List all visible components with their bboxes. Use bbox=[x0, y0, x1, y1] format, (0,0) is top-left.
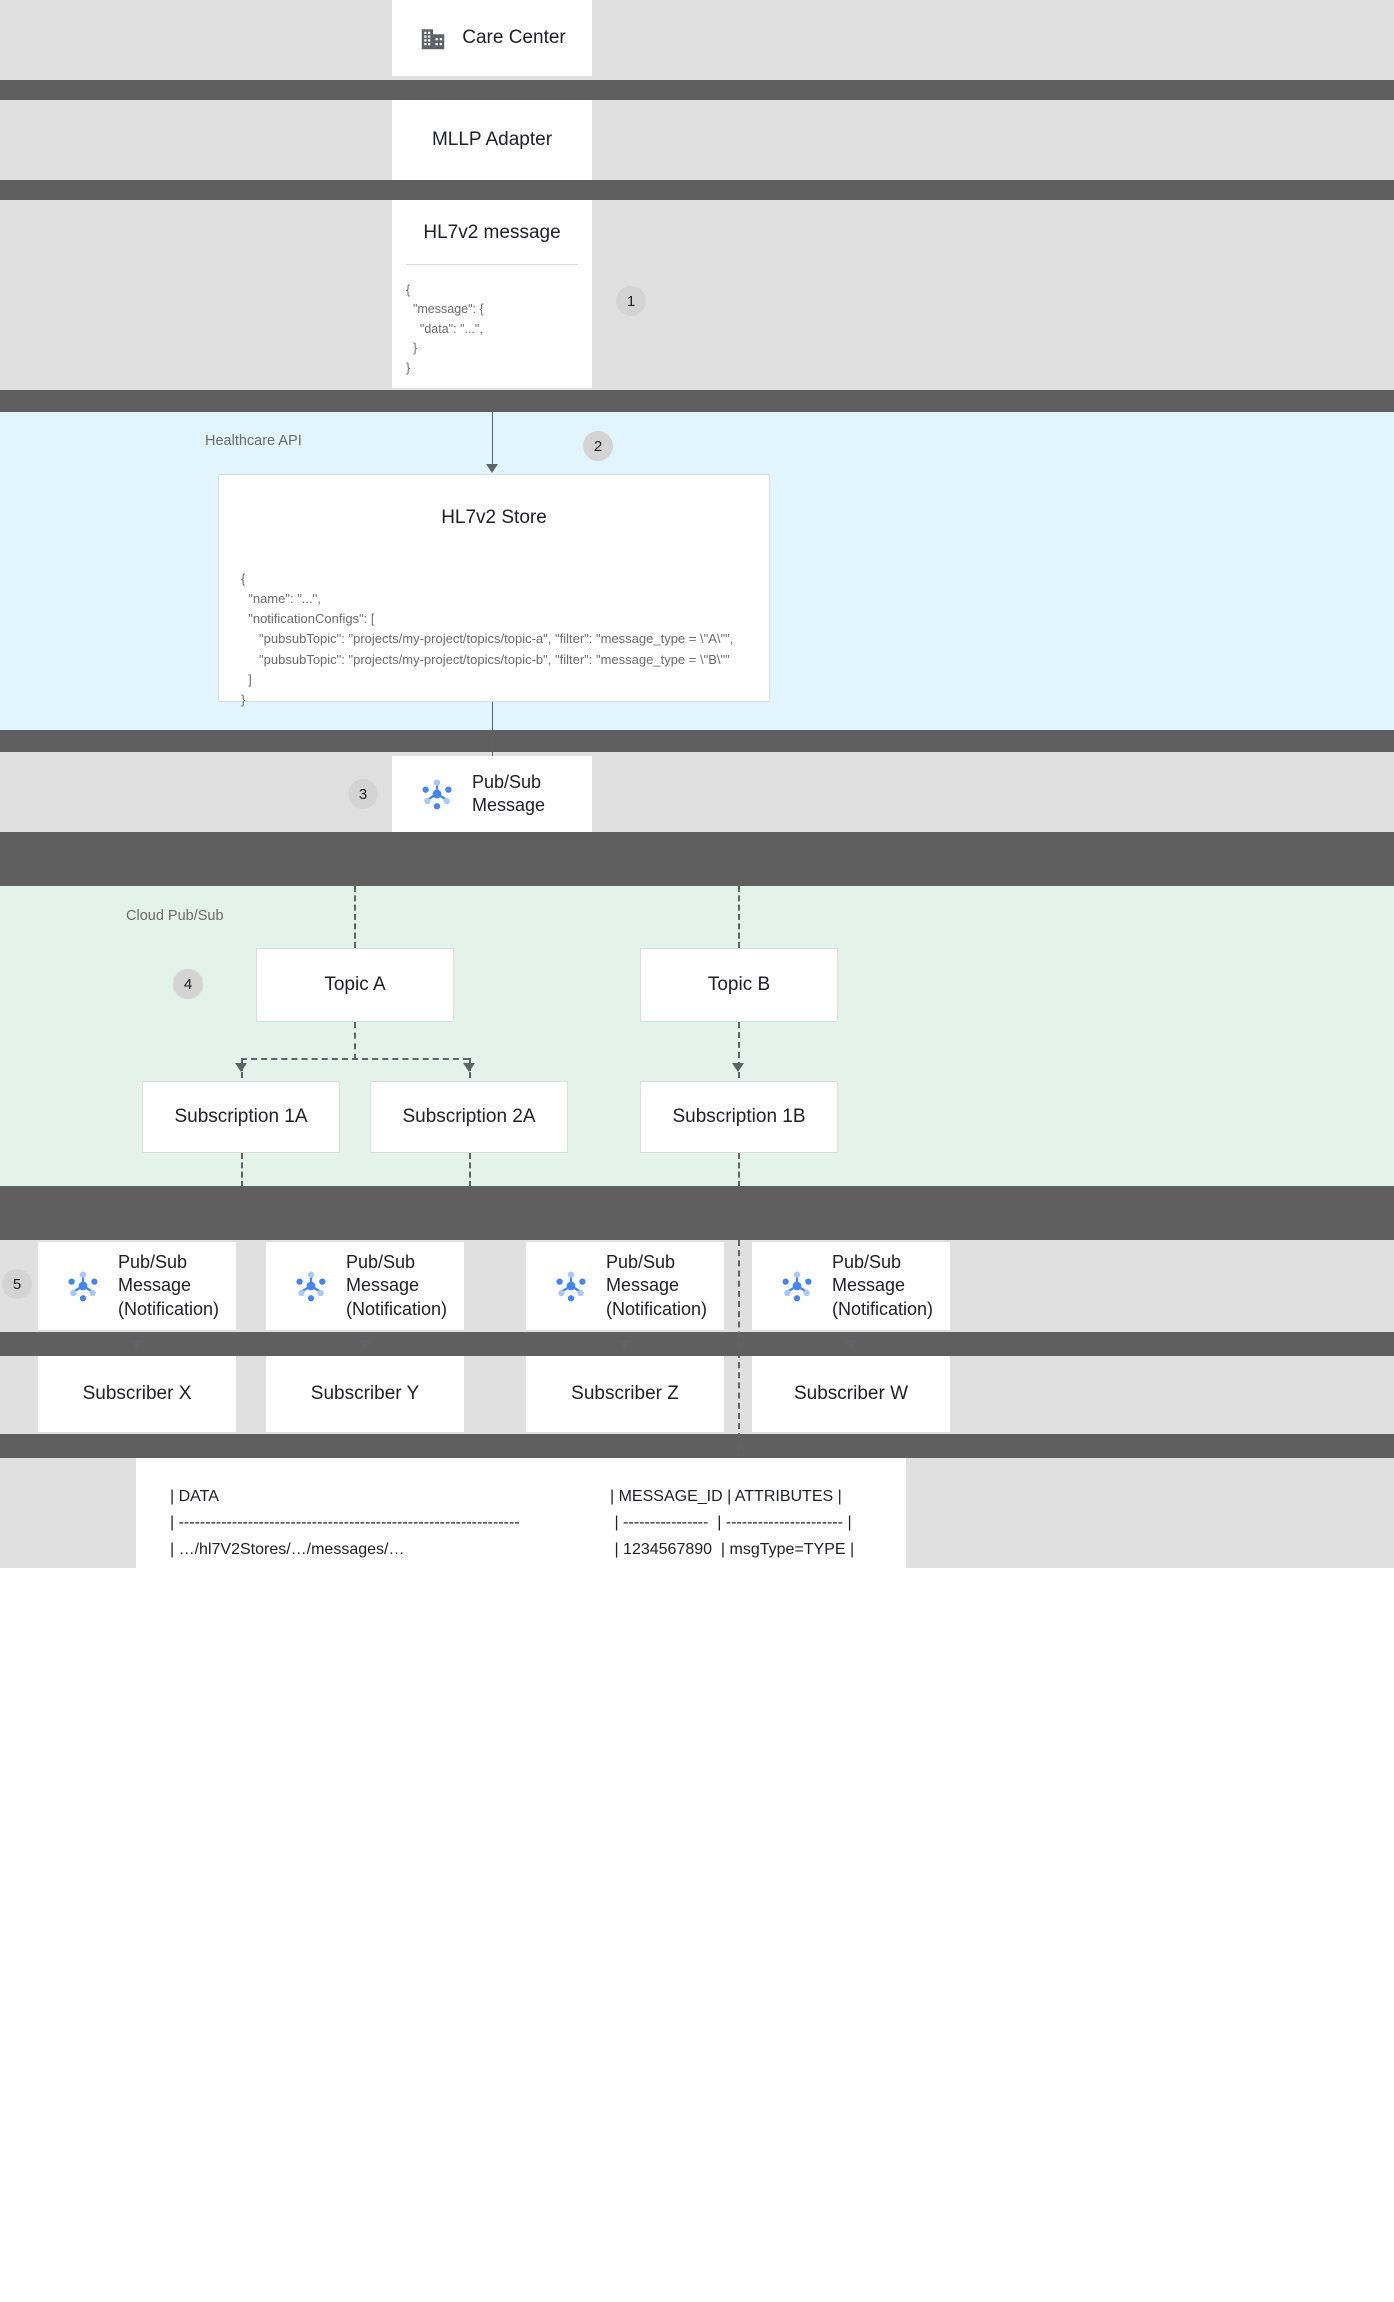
node-care-center-label: Care Center bbox=[462, 27, 566, 48]
band-separator-3 bbox=[0, 390, 1394, 412]
node-subscription-1b-label: Subscription 1B bbox=[672, 1105, 806, 1127]
pubsub-icon bbox=[416, 773, 458, 815]
terminal-output-right: | MESSAGE_ID | ATTRIBUTES | | ----------… bbox=[576, 1458, 906, 1590]
node-subscription-2a-label: Subscription 2A bbox=[402, 1105, 536, 1127]
node-notification-2-label: Pub/Sub Message (Notification) bbox=[346, 1252, 448, 1319]
band-separator-2 bbox=[0, 180, 1394, 200]
step-badge-4: 4 bbox=[173, 969, 203, 999]
connector-topic-a-stem bbox=[354, 1022, 356, 1060]
node-hl7v2-message[interactable]: HL7v2 message { "message": { "data": "..… bbox=[392, 200, 592, 388]
node-hl7v2-store[interactable]: HL7v2 Store { "name": "...", "notificati… bbox=[218, 474, 770, 707]
node-care-center[interactable]: Care Center bbox=[392, 0, 592, 76]
node-topic-a-label: Topic A bbox=[324, 973, 386, 995]
band-separator-5 bbox=[0, 832, 1394, 886]
node-notification-3[interactable]: Pub/Sub Message (Notification) bbox=[526, 1242, 724, 1330]
node-pubsub-message[interactable]: Pub/Sub Message bbox=[392, 756, 592, 832]
arrowhead-subscriber-z bbox=[619, 1340, 631, 1349]
band-separator-8 bbox=[0, 1434, 1394, 1458]
node-subscriber-y-label: Subscriber Y bbox=[310, 1382, 420, 1404]
node-topic-b[interactable]: Topic B bbox=[640, 948, 838, 1022]
node-subscription-1a-label: Subscription 1A bbox=[174, 1105, 308, 1127]
node-subscriber-x[interactable]: Subscriber X bbox=[38, 1356, 236, 1432]
node-notification-1[interactable]: Pub/Sub Message (Notification) bbox=[38, 1242, 236, 1330]
connector-topic-b-to-sub1b bbox=[738, 1022, 740, 1078]
step-badge-1: 1 bbox=[616, 286, 646, 316]
node-subscription-2a[interactable]: Subscription 2A bbox=[370, 1081, 568, 1153]
band-care-center-bg bbox=[0, 0, 1394, 80]
arrowhead-subscriber-y bbox=[359, 1340, 371, 1349]
node-hl7v2-message-code: { "message": { "data": "...", } } bbox=[406, 283, 484, 375]
node-notification-2[interactable]: Pub/Sub Message (Notification) bbox=[266, 1242, 464, 1330]
step-badge-2: 2 bbox=[583, 431, 613, 461]
zone-label-healthcare-api: Healthcare API bbox=[205, 433, 302, 449]
arrowhead-subscriber-w bbox=[845, 1340, 857, 1349]
connector-store-to-pubsub-message bbox=[492, 702, 493, 756]
band-pubsub-msg-bg bbox=[0, 752, 1394, 832]
connector-sub1a-to-notification bbox=[241, 1153, 243, 1187]
arrowhead-sub1b bbox=[732, 1063, 744, 1072]
node-hl7v2-store-code: { "name": "...", "notificationConfigs": … bbox=[241, 571, 734, 707]
band-separator-6 bbox=[0, 1186, 1394, 1240]
arrowhead-sub2a bbox=[463, 1063, 475, 1072]
band-separator-7 bbox=[0, 1332, 1394, 1356]
band-separator-4 bbox=[0, 730, 1394, 752]
pubsub-icon bbox=[776, 1265, 818, 1307]
zone-label-cloud-pubsub: Cloud Pub/Sub bbox=[126, 908, 224, 924]
node-topic-a[interactable]: Topic A bbox=[256, 948, 454, 1022]
divider bbox=[406, 264, 578, 265]
node-subscriber-z-label: Subscriber Z bbox=[571, 1382, 679, 1404]
node-pubsub-message-label: Pub/Sub Message bbox=[472, 771, 546, 815]
node-mllp-adapter[interactable]: MLLP Adapter bbox=[392, 100, 592, 180]
terminal-output-left: | DATA | -------------------------------… bbox=[136, 1458, 606, 1590]
pubsub-icon bbox=[62, 1265, 104, 1307]
node-hl7v2-store-label: HL7v2 Store bbox=[441, 507, 547, 528]
arrowhead-sub1a bbox=[235, 1063, 247, 1072]
node-notification-3-label: Pub/Sub Message (Notification) bbox=[606, 1252, 708, 1319]
node-subscriber-w[interactable]: Subscriber W bbox=[752, 1356, 950, 1432]
band-mllp-bg bbox=[0, 100, 1394, 180]
connector-sub2a-to-notification bbox=[469, 1153, 471, 1187]
node-notification-1-label: Pub/Sub Message (Notification) bbox=[118, 1252, 220, 1319]
node-subscriber-x-label: Subscriber X bbox=[82, 1382, 192, 1404]
arrowhead-message-to-store bbox=[486, 464, 498, 473]
node-notification-4-label: Pub/Sub Message (Notification) bbox=[832, 1252, 934, 1319]
building-icon bbox=[418, 23, 448, 53]
node-subscriber-w-label: Subscriber W bbox=[793, 1382, 909, 1404]
step-badge-5: 5 bbox=[2, 1269, 32, 1299]
node-subscription-1b[interactable]: Subscription 1B bbox=[640, 1081, 838, 1153]
node-subscriber-y[interactable]: Subscriber Y bbox=[266, 1356, 464, 1432]
pubsub-icon bbox=[550, 1265, 592, 1307]
connector-topic-a-bus bbox=[241, 1058, 469, 1060]
connector-pubsub-to-topic-b bbox=[738, 886, 740, 948]
arrowhead-subscriber-x bbox=[131, 1340, 143, 1349]
node-subscriber-z[interactable]: Subscriber Z bbox=[526, 1356, 724, 1432]
connector-pubsub-to-topic-a bbox=[354, 886, 356, 948]
connector-sub1b-to-terminal bbox=[738, 1240, 740, 1480]
node-notification-4[interactable]: Pub/Sub Message (Notification) bbox=[752, 1242, 950, 1330]
node-subscription-1a[interactable]: Subscription 1A bbox=[142, 1081, 340, 1153]
node-hl7v2-message-label: HL7v2 message bbox=[423, 222, 561, 243]
connector-message-to-store bbox=[492, 412, 493, 468]
band-hl7v2-msg-bg bbox=[0, 200, 1394, 390]
node-topic-b-label: Topic B bbox=[707, 973, 771, 995]
node-mllp-adapter-label: MLLP Adapter bbox=[431, 128, 553, 150]
pubsub-icon bbox=[290, 1265, 332, 1307]
band-separator-1 bbox=[0, 80, 1394, 100]
step-badge-3: 3 bbox=[348, 779, 378, 809]
connector-sub1b-to-notification bbox=[738, 1153, 740, 1187]
